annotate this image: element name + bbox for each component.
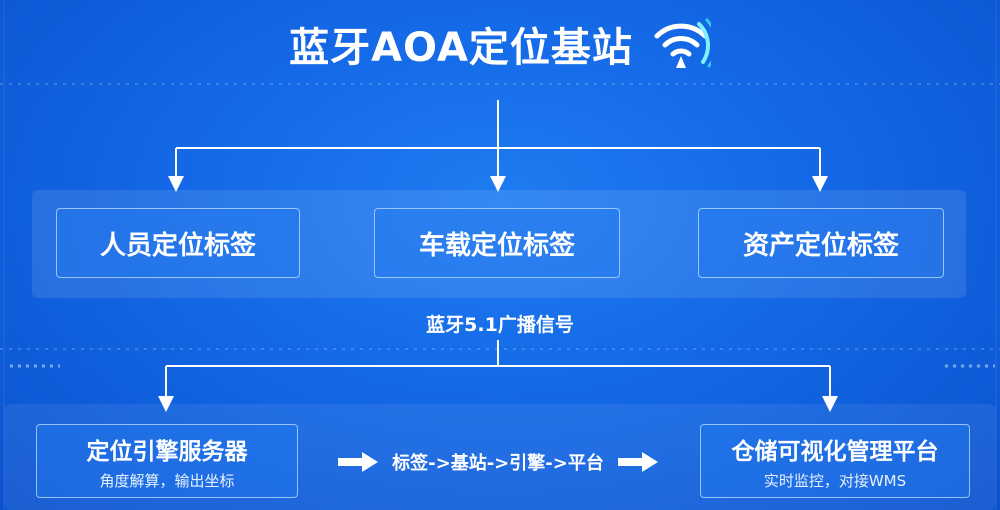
engine-subtitle: 角度解算，输出坐标 bbox=[99, 471, 235, 490]
wifi-signal-icon bbox=[654, 18, 711, 68]
vehicle-tag-box: 车载定位标签 bbox=[374, 208, 620, 278]
personnel-tag-box: 人员定位标签 bbox=[56, 208, 300, 278]
arrow-right-icon bbox=[617, 452, 658, 472]
arrow-right-icon bbox=[338, 452, 379, 472]
system-panel bbox=[4, 404, 996, 510]
engine-title: 定位引擎服务器 bbox=[86, 438, 248, 465]
signal-label: 蓝牙5.1广播信号 bbox=[426, 314, 574, 336]
page-title: 蓝牙AOA定位基站 bbox=[289, 25, 633, 71]
platform-title: 仓储可视化管理平台 bbox=[731, 438, 939, 465]
flow-row: 标签->基站->引擎->平台 bbox=[300, 442, 696, 482]
platform-subtitle: 实时监控，对接WMS bbox=[763, 471, 907, 490]
flow-text: 标签->基站->引擎->平台 bbox=[392, 453, 604, 474]
header: 蓝牙AOA定位基站 bbox=[0, 14, 1000, 74]
asset-tag-box: 资产定位标签 bbox=[698, 208, 944, 278]
engine-server-box: 定位引擎服务器 角度解算，输出坐标 bbox=[36, 424, 298, 498]
platform-box: 仓储可视化管理平台 实时监控，对接WMS bbox=[700, 424, 970, 498]
